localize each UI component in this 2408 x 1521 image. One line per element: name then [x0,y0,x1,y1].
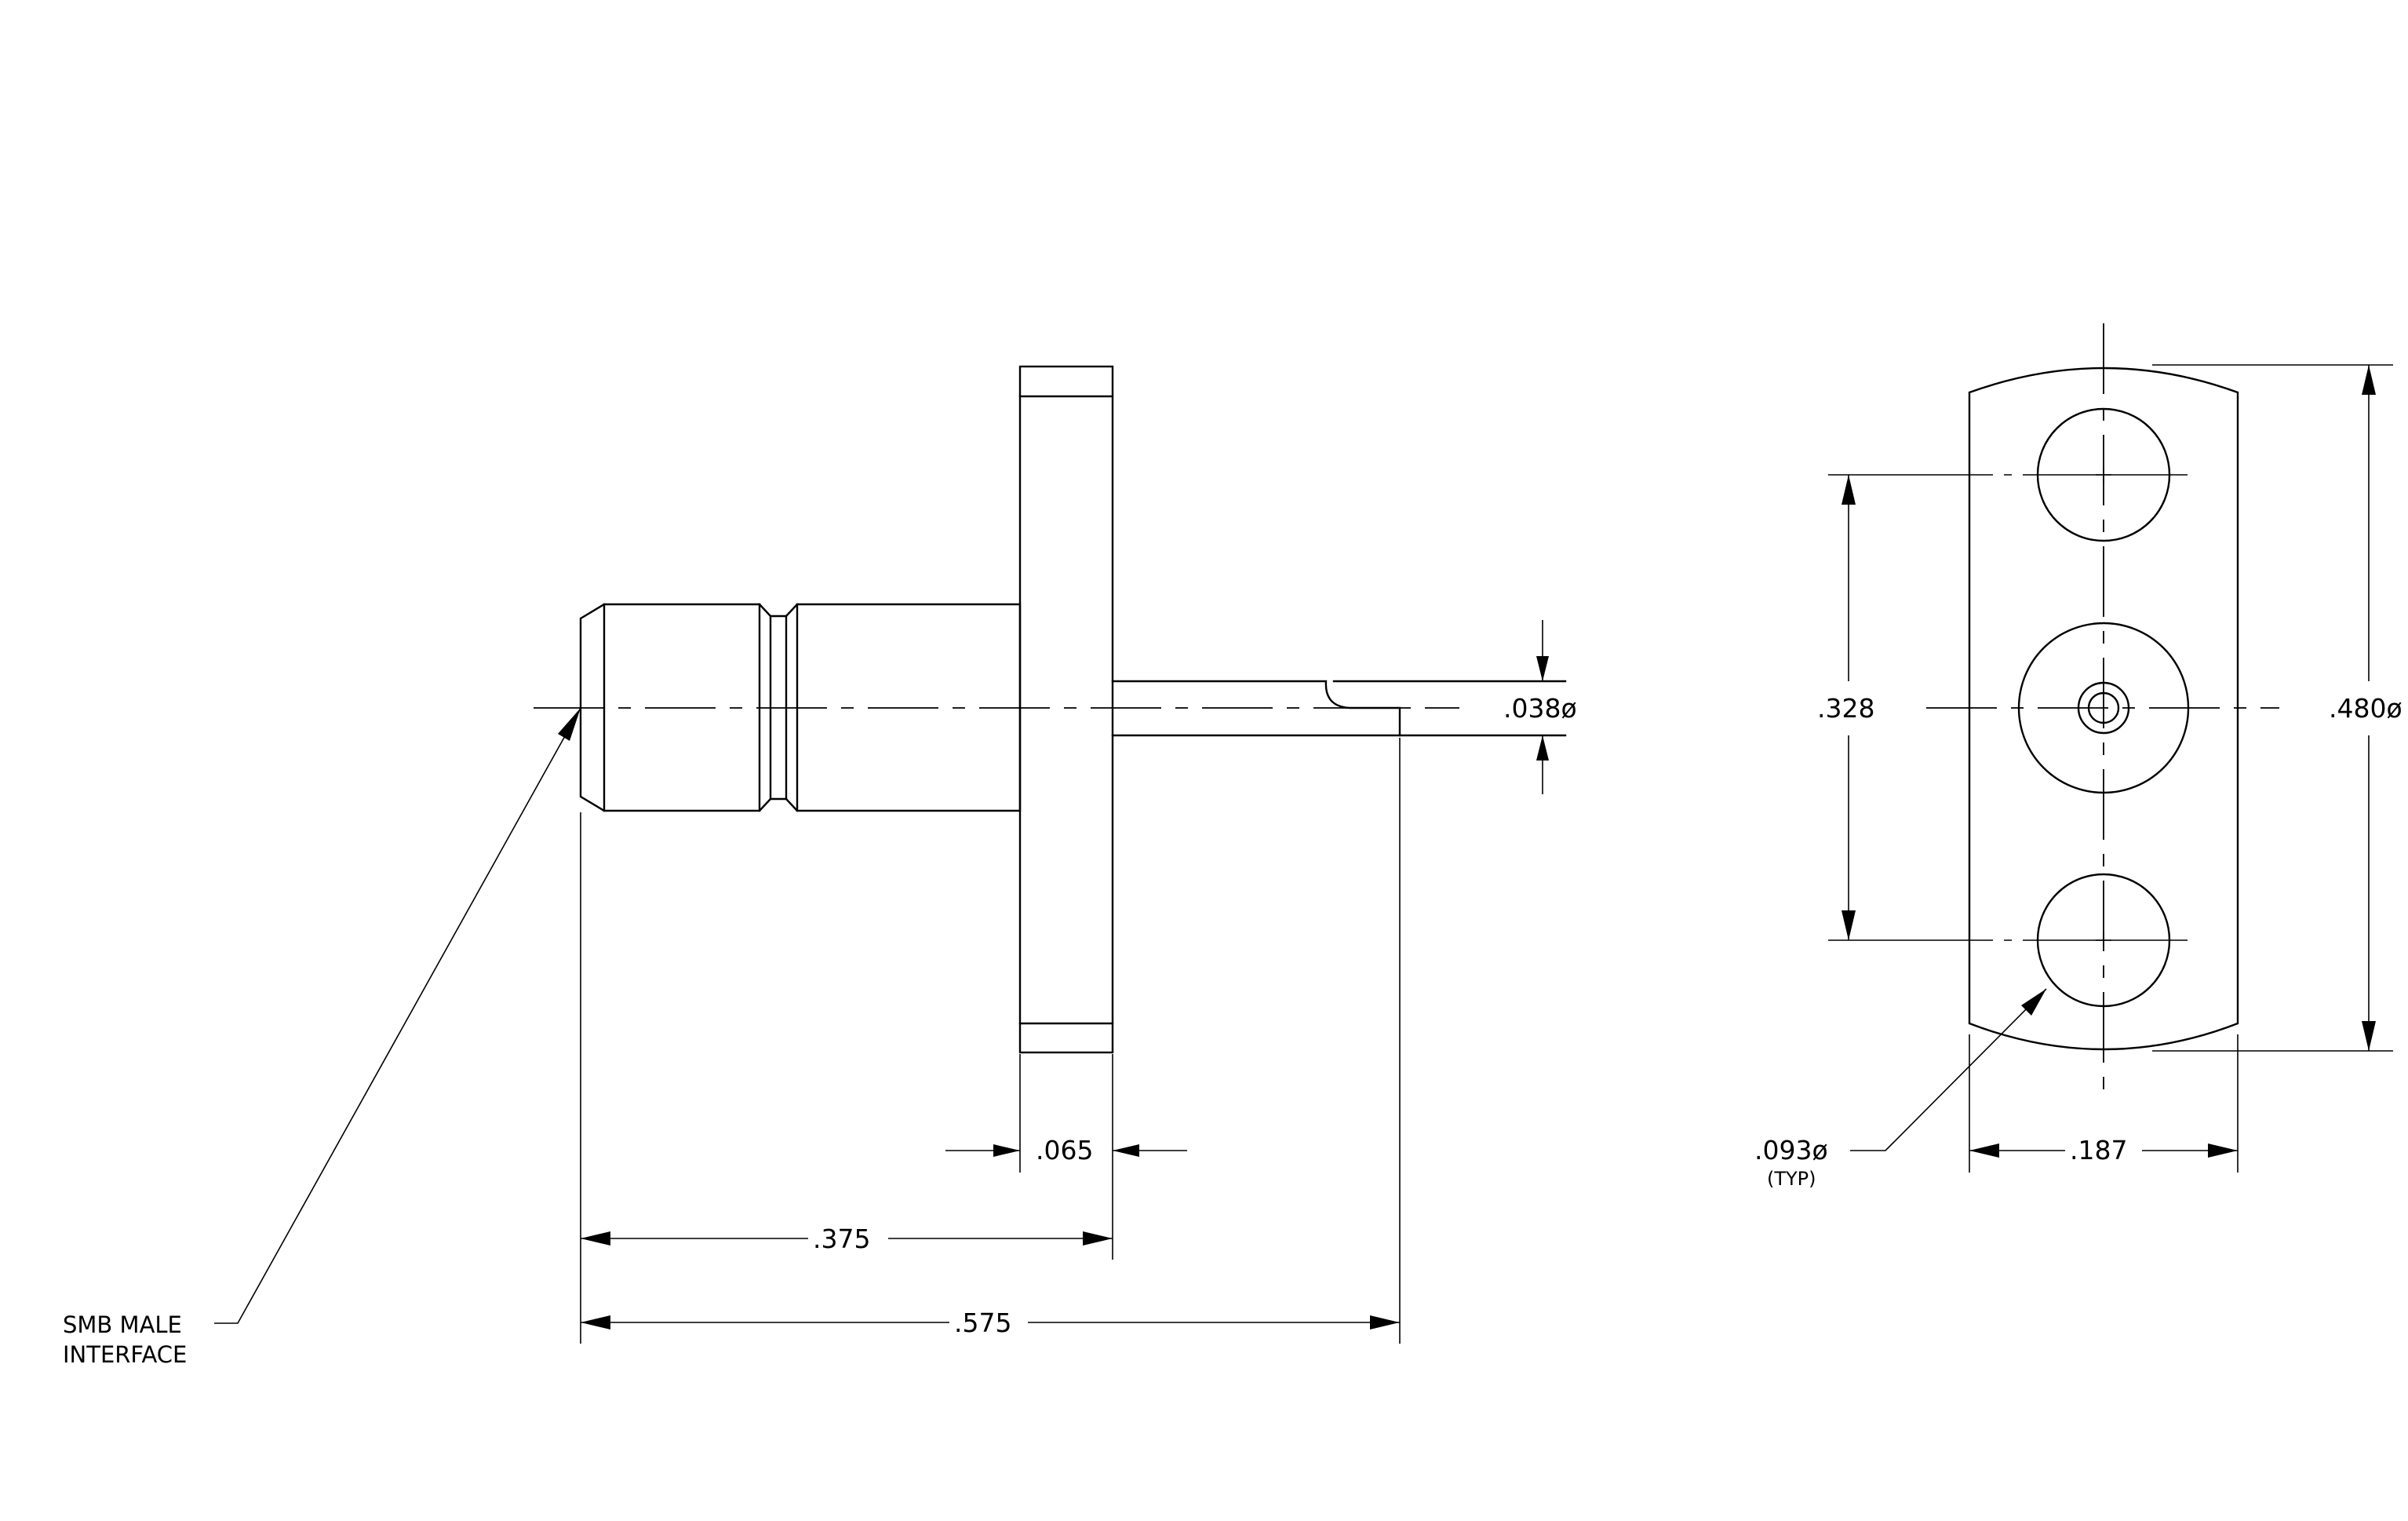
overall-length-label: .575 [954,1308,1011,1338]
flange-height-label: .480ø [2329,693,2403,724]
hole-leader-arrow [2021,989,2046,1016]
dim-375-right-arrow [1083,1231,1113,1246]
interface-to-flange-label: .375 [813,1224,870,1254]
side-view: .038ø .065 .375 .575 SMB MALE INTERFACE [63,365,1577,1368]
dim-480-bottom-arrow [2362,1021,2376,1051]
interface-note-line1: SMB MALE [63,1311,182,1338]
connector-pin-circle [2087,691,2120,724]
hole-leader [1850,988,2047,1151]
interface-leader-arrow [558,708,581,741]
dim-328-bottom-arrow [1842,910,1856,940]
flange-width-label: .187 [2070,1135,2127,1165]
dim-187-right-arrow [2208,1143,2238,1158]
flange [1018,365,1114,1054]
pin-diameter-label: .038ø [1503,693,1577,724]
interface-leader [214,707,581,1324]
hole-typ-note: (TYP) [1767,1168,1816,1190]
connector-insulator-circle [2077,681,2130,735]
pin-dim-top-arrow [1536,656,1549,681]
flange-thickness-label: .065 [1036,1135,1093,1165]
flange-dim-left-arrow [993,1144,1020,1157]
dim-328-top-arrow [1842,475,1856,505]
flange-dim-right-arrow [1113,1144,1139,1157]
dim-480-top-arrow [2362,365,2376,395]
dim-575-right-arrow [1370,1315,1400,1330]
bottom-mounting-hole [2036,873,2171,1008]
front-view: .328 .480ø .187 .093ø (TYP) [1754,323,2403,1190]
top-mounting-hole [2036,407,2171,542]
pin [1111,680,1401,737]
dim-575-left-arrow [581,1315,610,1330]
pin-dim-bottom-arrow [1536,735,1549,760]
connector-body-circle [2017,622,2190,794]
interface-note-line2: INTERFACE [63,1341,187,1368]
dim-187-left-arrow [1969,1143,1999,1158]
hole-spacing-label: .328 [1817,693,1874,724]
front-flange-outline [1968,367,2239,1051]
hole-diameter-label: .093ø [1754,1135,1828,1165]
dim-375-left-arrow [581,1231,610,1246]
